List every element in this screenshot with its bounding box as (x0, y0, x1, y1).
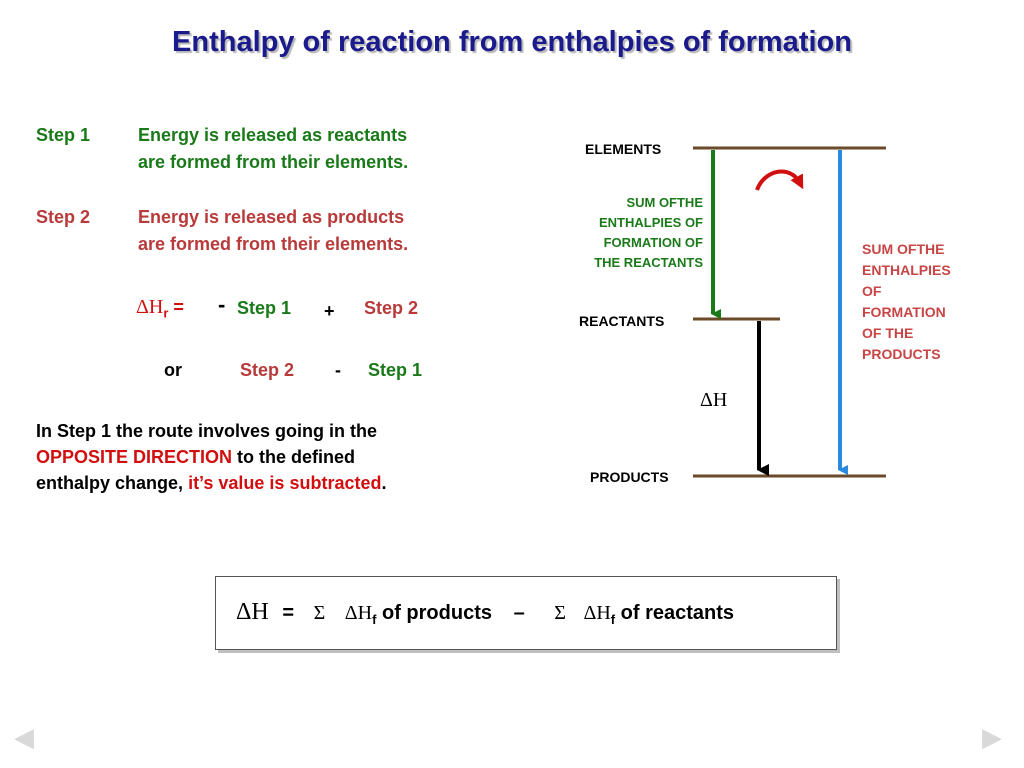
step2-label: Step 2 (36, 207, 91, 227)
formula-equals: = (282, 602, 295, 624)
curved-direction-arrow (755, 169, 804, 191)
hess-formula-box: ΔH = Σ ΔHf of products – Σ ΔHf of reacta… (215, 576, 837, 650)
reactants-label: REACTANTS (579, 313, 664, 329)
sum-products-line4: FORMATION (862, 304, 946, 320)
sum-reactants-line2: ENTHALPIES OF (599, 215, 703, 230)
sum-reactants-line1: SUM OFTHE (626, 195, 703, 210)
formula-of-products: of products (382, 602, 492, 624)
formula-minus: – (513, 602, 525, 624)
equation1-plus: + (324, 301, 335, 321)
next-slide-icon[interactable]: ▶ (982, 722, 1002, 752)
formula-sigma1: Σ (313, 602, 326, 624)
step1-description: Energy is released as reactants are form… (138, 122, 408, 176)
sum-products-line2: ENTHALPIES (862, 262, 951, 278)
formula-delta-hf1: ΔH (344, 602, 373, 624)
step1-line1: Energy is released as reactants (138, 125, 408, 145)
sum-products-line1: SUM OFTHE (862, 241, 944, 257)
equation2-step2: Step 2 (240, 360, 295, 380)
sum-products-line6: PRODUCTS (862, 346, 941, 362)
elements-label: ELEMENTS (585, 141, 661, 157)
slide-title: Enthalpy of reaction from enthalpies of … (172, 26, 852, 58)
sum-products-line3: OF (862, 283, 882, 299)
explanation-paragraph: In Step 1 the route involves going in th… (36, 418, 506, 496)
sum-reactants-line3: FORMATION OF (604, 235, 703, 250)
equation1-minus: - (218, 292, 226, 317)
step2-line2: are formed from their elements. (138, 234, 409, 254)
equation2-or: or (164, 360, 182, 380)
explanation-line2: OPPOSITE DIRECTION to the defined (36, 447, 356, 467)
explanation-line3: enthalpy change, it’s value is subtracte… (36, 473, 387, 493)
delta-h-diagram-label: ΔH (700, 389, 727, 411)
formula-delta-hf2: ΔH (583, 602, 611, 624)
equation2-minus: - (335, 360, 341, 380)
energy-level-diagram: ELEMENTS REACTANTS PRODUCTS ΔH SUM OFTHE… (579, 141, 951, 485)
step2-description: Energy is released as products are forme… (138, 204, 408, 258)
step1-label: Step 1 (36, 125, 91, 145)
equation1-step1: Step 1 (237, 298, 292, 318)
sum-reactants-line4: THE REACTANTS (594, 255, 703, 270)
formula-delta-h: ΔH (236, 599, 269, 625)
products-label: PRODUCTS (590, 469, 669, 485)
sum-products-line5: OF THE (862, 325, 913, 341)
previous-slide-icon[interactable]: ◀ (14, 722, 34, 752)
delta-hr: ΔHr = (136, 296, 184, 321)
hess-formula: ΔH = Σ ΔHf of products – Σ ΔHf of reacta… (236, 599, 735, 627)
formula-sigma2: Σ (554, 602, 566, 624)
step1-line2: are formed from their elements. (138, 152, 409, 172)
formula-of-reactants: of reactants (620, 602, 735, 624)
equation1-step2: Step 2 (364, 298, 419, 318)
equation2-step1: Step 1 (368, 360, 423, 380)
explanation-line1: In Step 1 the route involves going in th… (36, 421, 378, 441)
step2-line1: Energy is released as products (138, 207, 405, 227)
